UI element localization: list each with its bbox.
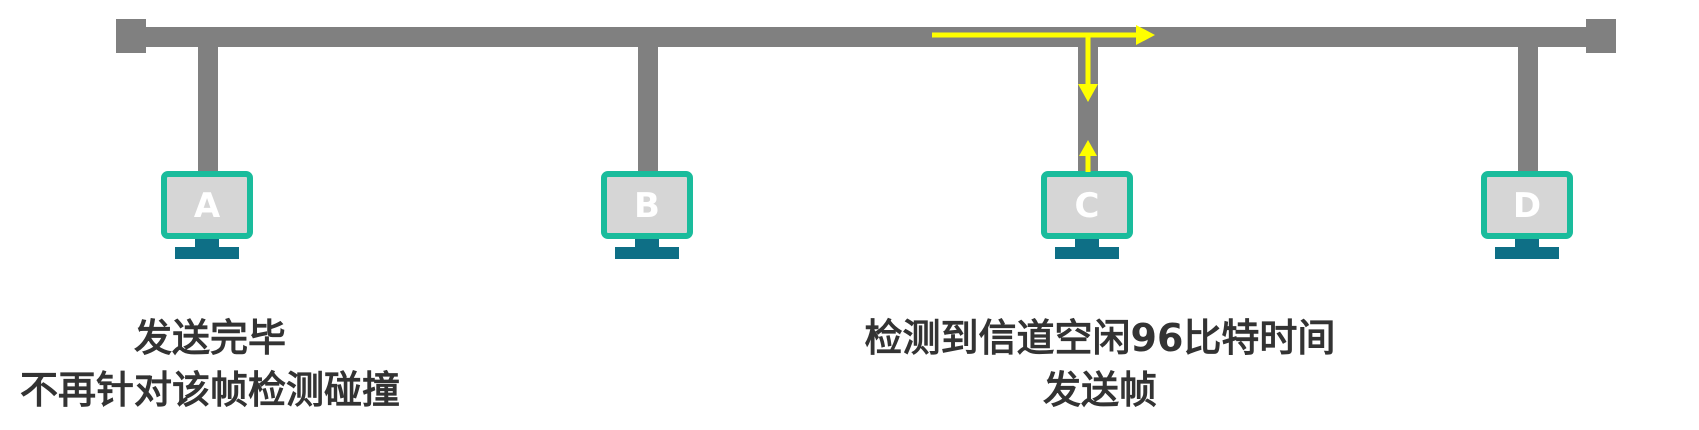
- monitor-base: [175, 247, 239, 259]
- caption-a-line1: 发送完毕: [133, 316, 286, 360]
- caption-c-line1: 检测到信道空闲96比特时间: [864, 316, 1336, 360]
- bus-terminator-right: [1586, 19, 1616, 53]
- station-d: D: [1481, 171, 1573, 259]
- monitor-base: [615, 247, 679, 259]
- drop-line-c: [1078, 42, 1098, 178]
- monitor-stand: [1515, 239, 1539, 247]
- monitor-icon: [161, 171, 253, 239]
- caption-station-a: 发送完毕 不再针对该帧检测碰撞: [0, 312, 420, 416]
- monitor-stand: [635, 239, 659, 247]
- monitor-base: [1495, 247, 1559, 259]
- monitor-stand: [195, 239, 219, 247]
- bus-line: [116, 27, 1616, 47]
- drop-line-a: [198, 42, 218, 178]
- up-arrow-icon: [1079, 140, 1097, 156]
- station-c: C: [1041, 171, 1133, 259]
- signal-arrows: [932, 25, 1155, 172]
- caption-a-line2: 不再针对该帧检测碰撞: [19, 368, 400, 412]
- station-label: A: [194, 186, 221, 226]
- station-label: C: [1075, 186, 1100, 226]
- monitor-base: [1055, 247, 1119, 259]
- caption-station-c: 检测到信道空闲96比特时间 发送帧: [830, 312, 1370, 416]
- station-a: A: [161, 171, 253, 259]
- monitor-icon: [1041, 171, 1133, 239]
- drop-line-b: [638, 42, 658, 178]
- monitor-stand: [1075, 239, 1099, 247]
- drop-line-d: [1518, 42, 1538, 178]
- monitor-icon: [1481, 171, 1573, 239]
- station-label: D: [1513, 186, 1541, 226]
- bus-terminator-left: [116, 19, 146, 53]
- down-arrow-icon: [1078, 84, 1098, 102]
- right-arrow-icon: [1136, 25, 1155, 45]
- station-b: B: [601, 171, 693, 259]
- station-label: B: [634, 186, 660, 226]
- monitor-icon: [601, 171, 693, 239]
- caption-c-line2: 发送帧: [1042, 368, 1157, 412]
